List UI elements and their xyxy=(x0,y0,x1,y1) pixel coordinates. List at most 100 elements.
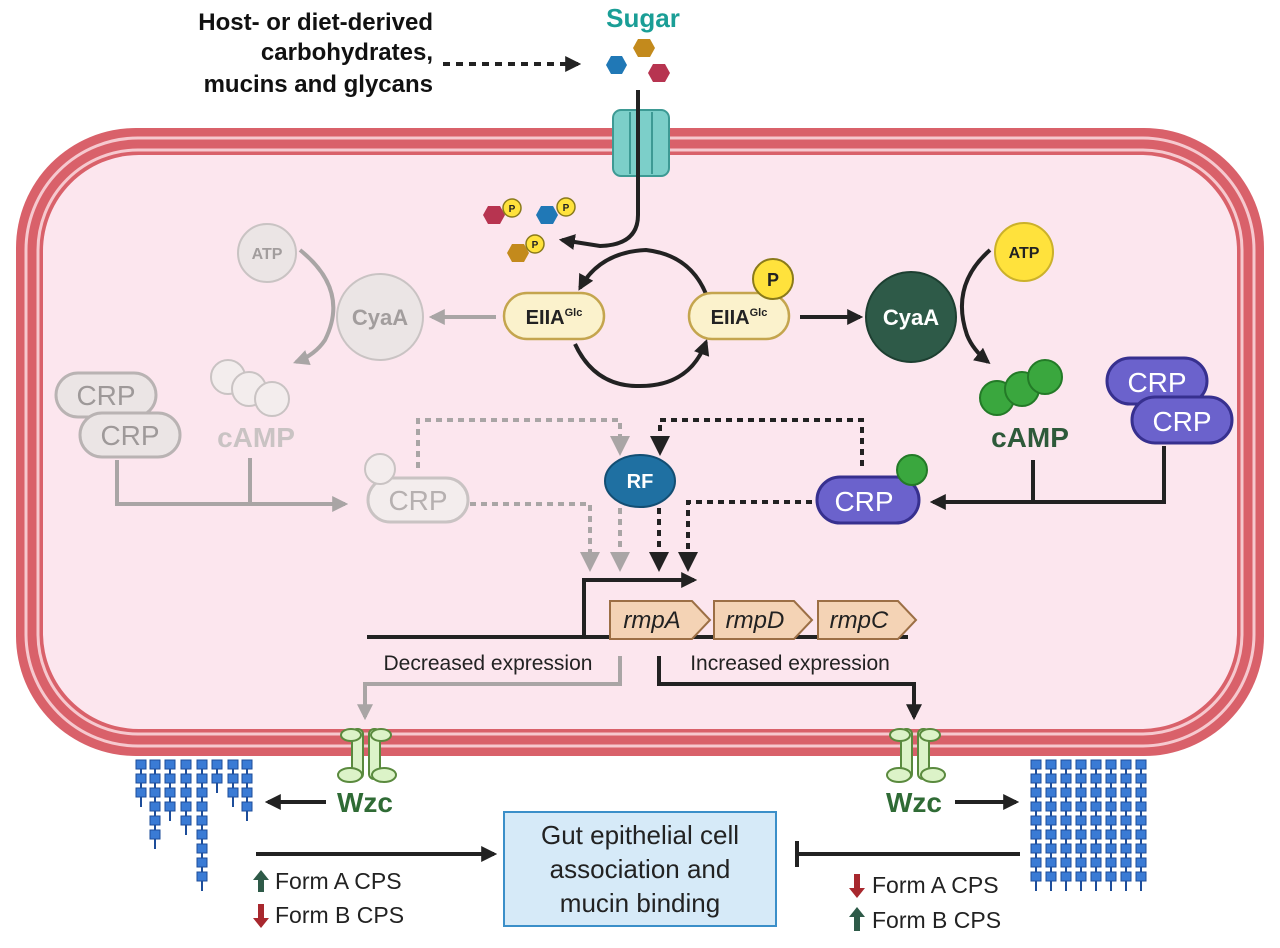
cps-unit xyxy=(1105,857,1117,868)
source-line-2: carbohydrates, xyxy=(261,39,433,66)
cps-unit xyxy=(1060,801,1072,812)
cps-unit xyxy=(1075,843,1087,854)
cps-unit xyxy=(196,829,208,840)
cps-unit xyxy=(1135,857,1147,868)
phosphorylated-sugars: P P P xyxy=(483,197,576,262)
cps-unit xyxy=(1105,787,1117,798)
left-cyaa xyxy=(336,273,424,361)
right-atp xyxy=(994,222,1054,282)
cps-unit xyxy=(1135,871,1147,882)
right-complex-to-rf-dashed xyxy=(650,418,864,466)
outcome-line-3: mucin binding xyxy=(560,888,720,918)
cps-unit xyxy=(1045,829,1057,840)
cps-unit xyxy=(1030,829,1042,840)
cell-membrane xyxy=(16,128,1264,756)
cps-unit xyxy=(1030,857,1042,868)
eiia-cycle-top-arrow xyxy=(578,247,708,295)
cps-unit xyxy=(1075,829,1087,840)
cps-unit xyxy=(1060,815,1072,826)
cps-unit xyxy=(149,773,161,784)
cps-unit xyxy=(149,801,161,812)
sugar-transporter xyxy=(612,109,670,177)
cps-unit xyxy=(1120,759,1132,770)
cps-unit xyxy=(227,773,239,784)
cps-unit xyxy=(149,759,161,770)
cps-unit xyxy=(1135,815,1147,826)
sugar-blue-hexagon xyxy=(606,56,627,74)
left-crp-combine-line xyxy=(115,460,349,512)
cps-unit xyxy=(1075,759,1087,770)
cps-unit xyxy=(135,787,147,798)
right-crp-combine-line xyxy=(929,446,1166,510)
cps-unit xyxy=(1075,787,1087,798)
cps-unit xyxy=(149,815,161,826)
cps-unit xyxy=(1105,815,1117,826)
left-crp-2-label: CRP xyxy=(100,420,159,451)
rf-label: RF xyxy=(627,471,654,493)
cps-unit xyxy=(149,787,161,798)
left-camp-label: cAMP xyxy=(217,422,295,453)
eiia-glc-phosphorylated: EIIAGlc P xyxy=(687,258,794,341)
outcome-line-2: association and xyxy=(550,854,731,884)
cps-unit xyxy=(1090,801,1102,812)
right-form-a-label: Form A CPS xyxy=(872,872,999,898)
cps-unit xyxy=(180,787,192,798)
cps-unit xyxy=(1105,843,1117,854)
cps-unit xyxy=(1030,759,1042,770)
cps-unit xyxy=(1030,787,1042,798)
gene-rmpa: rmpA xyxy=(609,600,712,640)
right-form-a-down: Form A CPS xyxy=(849,872,999,898)
cps-unit xyxy=(196,773,208,784)
right-crp-1-label: CRP xyxy=(1127,367,1186,398)
cps-unit xyxy=(1030,815,1042,826)
cps-unit xyxy=(1090,829,1102,840)
cps-unit xyxy=(196,815,208,826)
cps-unit xyxy=(196,857,208,868)
right-atp-label: ATP xyxy=(1009,245,1040,262)
cps-unit xyxy=(164,773,176,784)
cps-unit xyxy=(1045,801,1057,812)
svg-text:P: P xyxy=(532,240,539,251)
cps-unit xyxy=(1090,787,1102,798)
cps-unit xyxy=(1120,773,1132,784)
cps-unit xyxy=(1135,787,1147,798)
left-cyaa-label: CyaA xyxy=(352,305,408,330)
cps-unit xyxy=(1045,857,1057,868)
gene-rmpa-label: rmpA xyxy=(623,607,680,634)
left-form-b-down: Form B CPS xyxy=(253,902,404,928)
wzc-protein-left xyxy=(337,728,397,783)
increased-expression-label: Increased expression xyxy=(690,652,890,675)
cps-unit xyxy=(1045,787,1057,798)
gene-rmpd: rmpD xyxy=(713,600,814,640)
cps-unit xyxy=(1120,871,1132,882)
cps-unit xyxy=(1090,759,1102,770)
cps-unit xyxy=(1120,801,1132,812)
sugar-orange-hexagon xyxy=(633,39,655,57)
cps-unit xyxy=(1135,843,1147,854)
right-crp-dimer: CRP CRP xyxy=(1105,356,1234,445)
cps-unit xyxy=(164,787,176,798)
right-complex-to-promoter-dashed xyxy=(678,500,812,572)
cps-unit xyxy=(135,773,147,784)
left-camp-molecule xyxy=(210,359,290,417)
cps-unit xyxy=(1120,857,1132,868)
cps-unit xyxy=(1105,773,1117,784)
svg-text:P: P xyxy=(563,203,570,214)
left-form-a-label: Form A CPS xyxy=(275,868,402,894)
phosphate-label: P xyxy=(767,270,779,290)
cps-unit xyxy=(1120,815,1132,826)
right-form-b-up: Form B CPS xyxy=(849,907,1001,933)
right-camp-label: cAMP xyxy=(991,422,1069,453)
decreased-expression-arrow xyxy=(357,656,622,721)
left-atp xyxy=(237,223,297,283)
cps-unit xyxy=(1090,773,1102,784)
left-crp-dimer: CRP CRP xyxy=(54,371,182,459)
sugar-red-hexagon xyxy=(648,64,670,82)
gene-rmpd-label: rmpD xyxy=(726,607,785,634)
cps-unit xyxy=(241,787,253,798)
right-atp-to-camp-arrow xyxy=(959,248,992,364)
up-arrow-icon xyxy=(849,907,865,931)
cps-unit xyxy=(1060,829,1072,840)
eiiap-base-text: EIIA xyxy=(711,307,750,329)
